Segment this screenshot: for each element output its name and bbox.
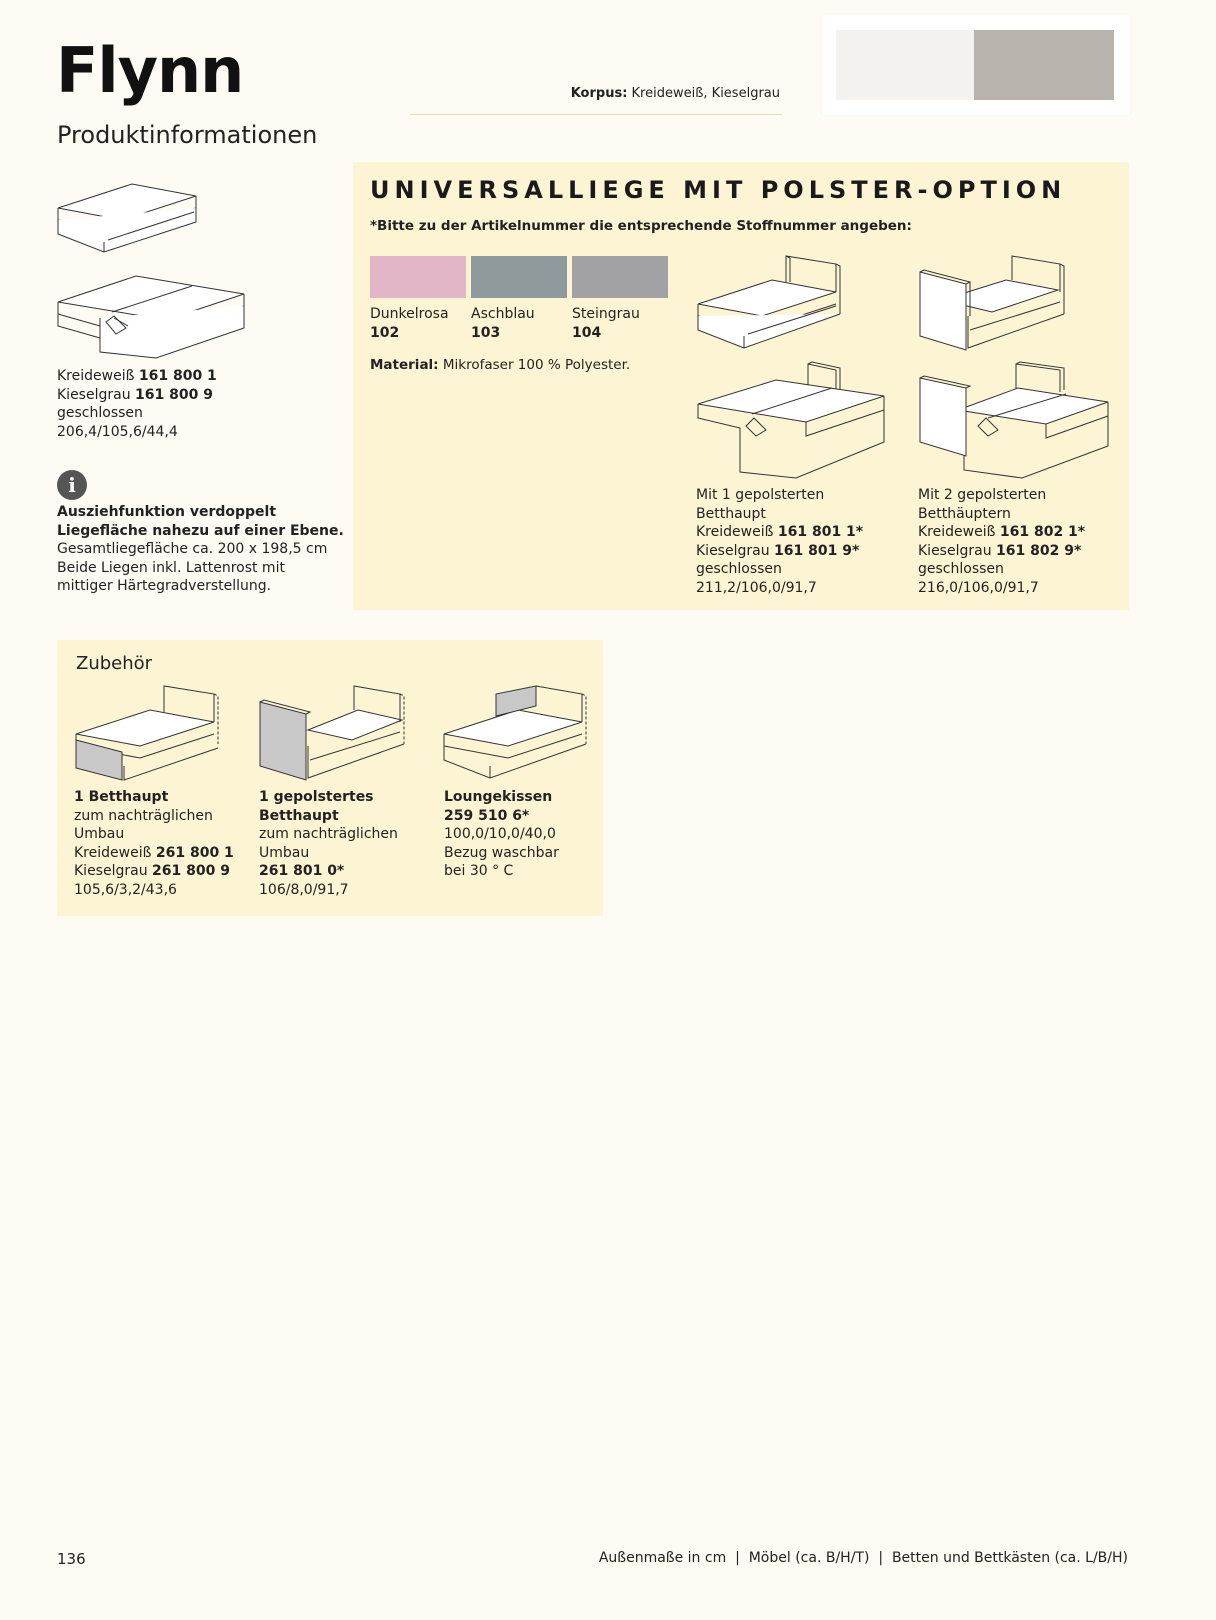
- accessory-3-text: Loungekissen 259 510 6* 100,0/10,0/40,0 …: [444, 788, 559, 881]
- fabric-swatch-steingrau: [572, 256, 668, 298]
- option-code-line: Kieselgrau 161 802 9*: [918, 542, 1082, 559]
- info-bold-line: Liegefläche nahezu auf einer Ebene.: [57, 522, 344, 539]
- accessory-line: Umbau: [74, 826, 125, 842]
- korpus-info: Korpus: Kreideweiß, Kieselgrau: [400, 86, 780, 101]
- option-state: geschlossen: [918, 561, 1004, 577]
- korpus-value: Kreideweiß, Kieselgrau: [631, 86, 780, 101]
- fabric-swatch-aschblau: [471, 256, 567, 298]
- option-code-line: Kieselgrau 161 801 9*: [696, 542, 860, 559]
- bed-1-headboard-closed-drawing: [696, 256, 840, 352]
- state-text: geschlossen: [57, 405, 143, 421]
- accessory-dimensions: 105,6/3,2/43,6: [74, 881, 177, 898]
- variant-line-kieselgrau: Kieselgrau 161 800 9: [57, 386, 217, 405]
- dimensions-text: 206,4/105,6/44,4: [57, 423, 178, 440]
- option-dimensions: 216,0/106,0/91,7: [918, 579, 1039, 596]
- page-title: Flynn: [56, 34, 244, 107]
- fabric-name: Aschblau: [471, 306, 535, 322]
- variant-code: 161 800 9: [135, 386, 213, 403]
- page-number: 136: [57, 1550, 86, 1568]
- info-icon: i: [57, 470, 87, 500]
- option-2-text: Mit 2 gepolsterten Betthäuptern Kreidewe…: [918, 486, 1085, 597]
- accessory-code-line: Kreideweiß 261 800 1: [74, 844, 234, 861]
- accessory-title: Loungekissen: [444, 789, 553, 805]
- variant-code: 161 800 1: [138, 368, 217, 384]
- info-line: mittiger Härtegradverstellung.: [57, 578, 272, 594]
- accessory-line: zum nachträglichen: [259, 826, 398, 842]
- option-title: Betthäuptern: [918, 505, 1011, 522]
- fabric-name: Dunkelrosa: [370, 306, 449, 322]
- bed-2-headboard-closed-drawing: [918, 256, 1066, 352]
- option-title: Mit 2 gepolsterten: [918, 487, 1047, 503]
- info-line: Beide Liegen inkl. Lattenrost mit: [57, 559, 285, 576]
- info-line: Gesamtliegefläche ca. 200 x 198,5 cm: [57, 541, 328, 557]
- variant-color-label: Kreideweiß: [57, 368, 135, 384]
- bed-open-drawing: [56, 272, 246, 358]
- fabric-code: 102: [370, 325, 400, 341]
- polster-option-panel: [353, 162, 1129, 610]
- fabric-swatch-dunkelrosa: [370, 256, 466, 298]
- accessory-title: Betthaupt: [259, 807, 339, 824]
- panel-heading: UNIVERSALLIEGE MIT POLSTER-OPTION: [370, 176, 1067, 204]
- accessory-line: bei 30 ° C: [444, 863, 514, 879]
- accessory-dimensions: 106/8,0/91,7: [259, 881, 349, 898]
- footer-legend: Außenmaße in cm | Möbel (ca. B/H/T) | Be…: [598, 1550, 1128, 1566]
- panel-note: *Bitte zu der Artikelnummer die entsprec…: [370, 218, 912, 234]
- accessories-heading: Zubehör: [76, 653, 153, 674]
- fabric-name: Steingrau: [572, 306, 640, 322]
- option-code-line: Kreideweiß 161 802 1*: [918, 524, 1086, 540]
- accessory-code-line: 259 510 6*: [444, 807, 530, 824]
- info-bold-line: Ausziehfunktion verdoppelt: [57, 504, 277, 520]
- accessory-code-line: Kieselgrau 261 800 9: [74, 863, 230, 879]
- accessory-2-text: 1 gepolstertes Betthaupt zum nachträglic…: [259, 788, 398, 899]
- accessory-code-line: 261 801 0*: [259, 863, 345, 879]
- accessory-headboard-drawing: [74, 686, 218, 782]
- variant-line-kreideweiss: Kreideweiß 161 800 1: [57, 367, 217, 386]
- material-value: Mikrofaser 100 % Polyester.: [442, 357, 631, 373]
- option-title: Betthaupt: [696, 505, 766, 522]
- accessory-1-text: 1 Betthaupt zum nachträglichen Umbau Kre…: [74, 788, 234, 899]
- accessory-upholstered-headboard-drawing: [258, 686, 406, 782]
- accessory-lounge-cushion-drawing: [442, 686, 586, 782]
- option-dimensions: 211,2/106,0/91,7: [696, 579, 817, 596]
- bed-closed-drawing: [56, 180, 200, 256]
- accessory-title: 1 Betthaupt: [74, 789, 169, 805]
- accessory-line: zum nachträglichen: [74, 807, 213, 824]
- accessory-dimensions: 100,0/10,0/40,0: [444, 826, 556, 842]
- bed-2-headboard-open-drawing: [918, 362, 1110, 478]
- fabric-code: 104: [572, 325, 602, 341]
- accessory-line: Bezug waschbar: [444, 844, 559, 861]
- accessories-panel: [57, 640, 603, 916]
- bed-1-headboard-open-drawing: [696, 362, 886, 478]
- option-state: geschlossen: [696, 561, 782, 577]
- variant-color-label: Kieselgrau: [57, 386, 131, 403]
- product-info-text: Kreideweiß 161 800 1 Kieselgrau 161 800 …: [57, 367, 217, 441]
- option-title: Mit 1 gepolsterten: [696, 487, 825, 503]
- option-code-line: Kreideweiß 161 801 1*: [696, 524, 864, 540]
- fabric-code: 103: [471, 325, 501, 341]
- swatch-kreideweiss: [836, 30, 974, 100]
- accessory-title: 1 gepolstertes: [259, 789, 374, 805]
- swatch-kieselgrau: [974, 30, 1114, 100]
- korpus-label: Korpus:: [570, 86, 628, 101]
- korpus-divider: [410, 114, 782, 115]
- page-subtitle: Produktinformationen: [57, 121, 318, 149]
- info-text: Ausziehfunktion verdoppelt Liegefläche n…: [57, 503, 344, 596]
- option-1-text: Mit 1 gepolsterten Betthaupt Kreideweiß …: [696, 486, 863, 597]
- accessory-line: Umbau: [259, 844, 310, 861]
- material-label: Material:: [370, 357, 439, 373]
- material-info: Material: Mikrofaser 100 % Polyester.: [370, 357, 630, 373]
